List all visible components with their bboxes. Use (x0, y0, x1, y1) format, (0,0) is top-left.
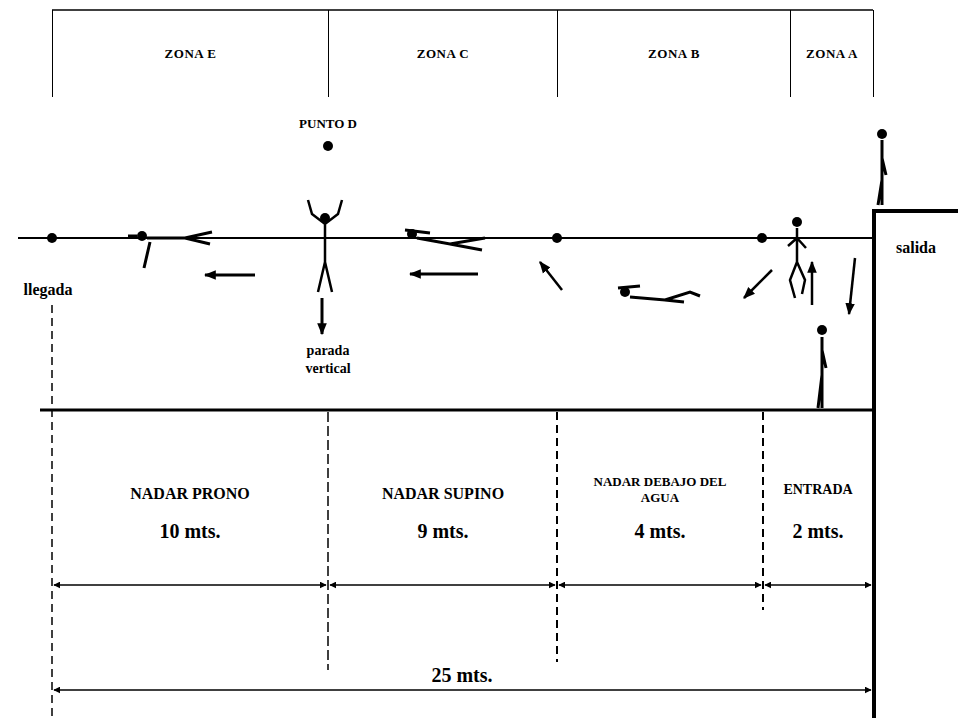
zone-header-box: ZONA C (328, 10, 557, 97)
stop-label: parada vertical (283, 342, 373, 377)
dimension-text: 25 mts. (431, 663, 492, 688)
swimmer-figure (137, 231, 147, 241)
dimension-text: 9 mts. (417, 519, 468, 544)
dimension-text: 2 mts. (792, 519, 843, 544)
finish-dot (47, 233, 57, 243)
dimension-line (765, 584, 871, 586)
segment-name: NADAR PRONO (130, 484, 250, 504)
start-label: salida (896, 238, 936, 258)
zone-name: ZONA B (648, 46, 700, 62)
pool-deck (872, 209, 958, 213)
direction-arrow (849, 258, 855, 314)
direction-arrow (811, 262, 814, 305)
divider-line (51, 305, 53, 718)
point-label: PUNTO D (299, 116, 357, 132)
zone-header-box: ZONA E (52, 10, 328, 97)
swimmer-figure (618, 286, 700, 302)
swimmer-figure (818, 337, 826, 408)
swimmer-figure (792, 217, 802, 227)
zone-header-box: ZONA B (557, 10, 790, 97)
direction-arrow (410, 273, 478, 276)
pool-wall (872, 209, 876, 718)
point-d-dot (323, 141, 333, 151)
zone-header-box: ZONA A (790, 10, 874, 97)
pool-bottom (40, 409, 873, 412)
dimension-line (54, 689, 871, 691)
dimension-line (559, 584, 761, 586)
swimmer-figure (877, 129, 887, 139)
segment-name: NADAR DEBAJO DEL AGUA (590, 474, 730, 507)
segment-name: ENTRADA (783, 481, 852, 499)
swimmer-figure (405, 230, 485, 250)
dimension-text: 4 mts. (634, 519, 685, 544)
zone-name: ZONA A (806, 46, 858, 62)
swimmer-figure (788, 228, 806, 298)
dimension-line (330, 584, 555, 586)
zone-dot (552, 233, 562, 243)
swimmer-figure (878, 140, 886, 205)
swimmer-figure (308, 200, 342, 292)
dimension-text: 10 mts. (159, 519, 220, 544)
swimmer-figure (128, 232, 212, 268)
direction-arrow (744, 270, 772, 298)
direction-arrow (321, 298, 324, 334)
finish-label: llegada (24, 280, 73, 300)
zone-dot (757, 233, 767, 243)
divider-line (556, 412, 558, 662)
divider-line (762, 412, 764, 610)
zone-name: ZONA E (165, 46, 217, 62)
divider-line (327, 412, 329, 670)
direction-arrow (540, 262, 562, 290)
dimension-line (54, 584, 326, 586)
segment-name: NADAR SUPINO (382, 484, 504, 504)
swimmer-figure (817, 325, 827, 335)
zone-name: ZONA C (417, 46, 469, 62)
direction-arrow (205, 274, 255, 277)
